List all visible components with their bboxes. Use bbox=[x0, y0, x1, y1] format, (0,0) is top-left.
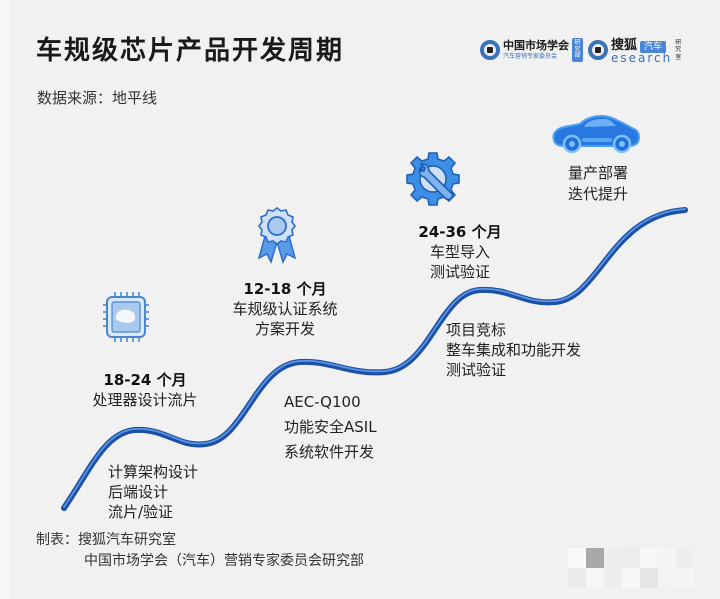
page-title: 车规级芯片产品开发周期 bbox=[36, 36, 345, 66]
cma-logo: 中国市场学会 汽车营销专家委员会 bbox=[503, 40, 569, 60]
sohu-logo: 搜狐汽车 esearch bbox=[611, 36, 672, 64]
stage-4-title: 量产部署 bbox=[568, 164, 629, 182]
sohu-logo-main: 搜狐 bbox=[611, 38, 638, 53]
cma-logo-sub: 汽车营销专家委员会 bbox=[503, 53, 558, 60]
stage-3-title: 测试验证 bbox=[429, 263, 490, 281]
stage-3-detail: 项目竞标 bbox=[446, 321, 507, 339]
sohu-logo-side: 研究室 bbox=[675, 39, 682, 61]
stage-4-title: 迭代提升 bbox=[568, 185, 629, 203]
q-logo-icon bbox=[588, 40, 608, 60]
stage-1-detail: 后端设计 bbox=[108, 483, 169, 501]
stage-2-duration: 12-18 个月 bbox=[243, 280, 327, 298]
stage-2-detail: 系统软件开发 bbox=[284, 443, 375, 461]
stage-1-duration: 18-24 个月 bbox=[103, 371, 187, 389]
stage-4-summary: 量产部署 迭代提升 bbox=[568, 163, 628, 205]
left-edge-strip bbox=[0, 0, 10, 599]
stage-2-detail: AEC-Q100 bbox=[284, 393, 361, 411]
stage-2-title: 方案开发 bbox=[254, 320, 315, 338]
stage-3-summary: 24-36 个月 车型导入 测试验证 bbox=[395, 222, 525, 282]
footer-line2: 中国市场学会（汽车）营销专家委员会研究部 bbox=[84, 553, 364, 569]
stage-3-detail: 整车集成和功能开发 bbox=[446, 341, 582, 359]
data-source: 数据来源：地平线 bbox=[37, 89, 158, 107]
q-logo-icon bbox=[480, 40, 500, 60]
cma-logo-main: 中国市场学会 bbox=[503, 39, 569, 52]
stage-3-title: 车型导入 bbox=[429, 243, 490, 261]
sohu-logo-tag: 汽车 bbox=[640, 41, 667, 53]
sohu-logo-research: esearch bbox=[611, 51, 673, 65]
stage-2-details: AEC-Q100 功能安全ASIL 系统软件开发 bbox=[284, 390, 377, 465]
stage-1-details: 计算架构设计 后端设计 流片/验证 bbox=[108, 462, 198, 522]
stage-1-summary: 18-24 个月 处理器设计流片 bbox=[70, 370, 220, 410]
stage-2-title: 车规级认证系统 bbox=[232, 300, 338, 318]
stage-3-duration: 24-36 个月 bbox=[418, 223, 502, 241]
stage-1-detail: 计算架构设计 bbox=[108, 463, 199, 481]
stage-3-details: 项目竞标 整车集成和功能开发 测试验证 bbox=[446, 320, 581, 380]
stage-2-detail: 功能安全ASIL bbox=[284, 418, 377, 436]
footer-label: 制表： bbox=[36, 532, 78, 548]
cma-logo-tag: 研究部 bbox=[572, 38, 583, 62]
stage-2-summary: 12-18 个月 车规级认证系统 方案开发 bbox=[210, 279, 360, 339]
stage-3-detail: 测试验证 bbox=[446, 361, 507, 379]
sohu-logo-top: 搜狐汽车 bbox=[611, 36, 672, 53]
stage-1-detail: 流片/验证 bbox=[108, 503, 174, 521]
car-icon bbox=[552, 115, 640, 154]
logo-group: 中国市场学会 汽车营销专家委员会 研究部 搜狐汽车 esearch 研究室 bbox=[480, 34, 683, 66]
award-badge-icon bbox=[257, 207, 297, 265]
watermark-mosaic bbox=[568, 548, 694, 588]
gear-wrench-icon bbox=[406, 152, 460, 206]
stage-1-title: 处理器设计流片 bbox=[92, 391, 198, 409]
footer-line1: 搜狐汽车研究室 bbox=[78, 532, 176, 548]
chip-icon bbox=[103, 292, 149, 342]
footer-credits: 制表：搜狐汽车研究室 中国市场学会（汽车）营销专家委员会研究部 bbox=[36, 530, 364, 572]
